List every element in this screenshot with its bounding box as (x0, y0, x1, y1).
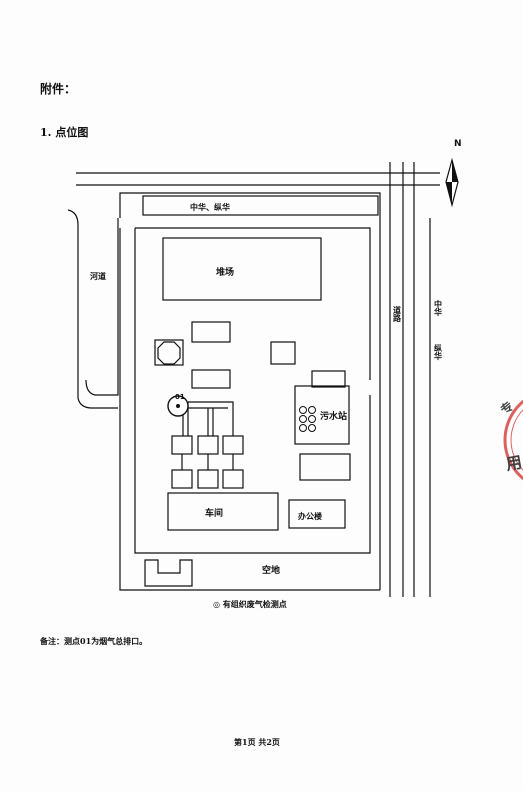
office (288, 499, 346, 529)
far-road-label-1: 中华 (434, 299, 443, 317)
workshop (167, 492, 279, 531)
compass-icon (445, 157, 459, 208)
office-label: 办公楼 (298, 511, 322, 521)
river-bank (67, 209, 118, 409)
legend-text: ◎ 有组织废气检测点 (213, 599, 287, 609)
octagon-building (157, 341, 181, 365)
note-text: 备注：测点01为烟气总排口。 (40, 636, 148, 646)
side-road-label: 道路 (392, 305, 402, 323)
building-small (154, 339, 184, 366)
road-top-label: 中华、纵华 (190, 202, 230, 212)
river-bank (85, 218, 119, 396)
building-small (191, 369, 231, 389)
site-boundary (135, 227, 371, 380)
building-small (270, 341, 296, 365)
site-boundary (134, 228, 371, 554)
far-road-label-2: 纵华 (434, 343, 443, 361)
sewage-label: 污水站 (320, 410, 347, 422)
compass-label: N (454, 139, 462, 149)
open-space-label: 空地 (262, 564, 280, 576)
workshop-label: 车间 (205, 507, 223, 519)
svg-text:用: 用 (504, 452, 523, 473)
river-label: 河道 (90, 271, 106, 281)
road-block (142, 195, 379, 216)
building-small (191, 321, 231, 343)
section-title: 1. 点位图 (40, 126, 89, 139)
page-footer: 第1页 共2页 (234, 737, 280, 747)
sewage-station (294, 385, 350, 445)
building-small (299, 453, 351, 481)
official-seal-stamp: 用 专 (497, 398, 523, 481)
yard-building (162, 237, 322, 301)
yard-label: 堆场 (216, 266, 234, 278)
gate-structure (144, 559, 193, 587)
attachment-heading: 附件： (40, 82, 77, 96)
building-small (311, 370, 346, 388)
point-id-label: 01 (175, 393, 185, 401)
site-boundary (119, 228, 380, 591)
road-edge (119, 192, 381, 590)
